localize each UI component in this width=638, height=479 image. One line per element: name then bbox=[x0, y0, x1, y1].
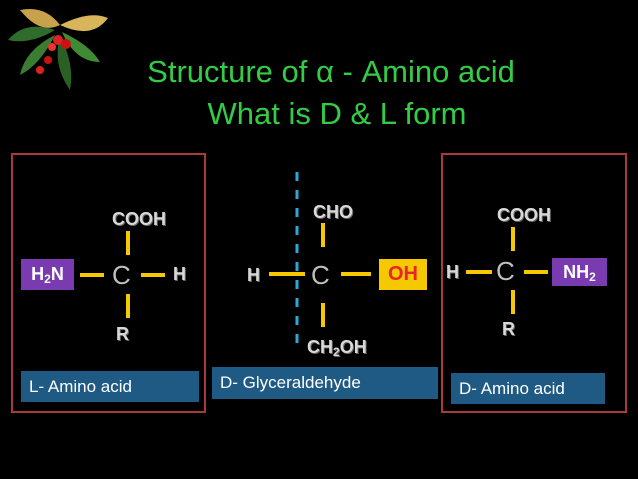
page-subtitle: What is D & L form bbox=[207, 96, 467, 131]
r-cooh-label: COOH bbox=[497, 205, 551, 225]
m-ch2oh-label: CH2OH bbox=[307, 337, 367, 359]
l-h2n-sub: 2 bbox=[44, 272, 51, 286]
title-prefix: Structure of bbox=[147, 54, 317, 89]
page-title: Structure of α - Amino acid bbox=[12, 54, 638, 90]
m-ch2oh-sub: 2 bbox=[333, 345, 340, 359]
r-caption: D- Amino acid bbox=[451, 373, 605, 404]
l-h2n-h: H bbox=[31, 264, 45, 284]
l-right-bond bbox=[141, 273, 165, 277]
r-center-carbon: C bbox=[496, 256, 515, 286]
holly-icon bbox=[8, 9, 108, 90]
title-suffix: - Amino acid bbox=[333, 54, 515, 89]
l-bottom-bond bbox=[126, 294, 130, 318]
alpha-symbol: α bbox=[316, 54, 334, 89]
m-bottom-bond bbox=[321, 303, 325, 327]
l-h2n-n: N bbox=[50, 264, 64, 284]
r-nh2-nh: NH bbox=[563, 262, 590, 282]
m-left-bond bbox=[269, 272, 305, 276]
m-cho-label: CHO bbox=[313, 202, 353, 222]
mirror-dashed-line bbox=[295, 172, 299, 352]
r-bottom-bond bbox=[511, 290, 515, 314]
l-h2n-group: H2N bbox=[21, 259, 74, 290]
l-amino-acid-panel bbox=[11, 153, 206, 413]
m-caption: D- Glyceraldehyde bbox=[212, 367, 438, 399]
l-cooh-label: COOH bbox=[112, 209, 166, 229]
m-ch2oh-ch: CH bbox=[307, 337, 333, 357]
l-left-bond bbox=[80, 273, 104, 277]
r-r-label: R bbox=[502, 319, 515, 339]
l-center-carbon: C bbox=[112, 260, 131, 290]
l-h-label: H bbox=[173, 264, 186, 284]
r-nh2-group: NH2 bbox=[552, 258, 607, 286]
l-caption: L- Amino acid bbox=[21, 371, 199, 402]
m-top-bond bbox=[321, 223, 325, 247]
r-nh2-sub: 2 bbox=[589, 270, 596, 284]
r-top-bond bbox=[511, 227, 515, 251]
m-center-carbon: C bbox=[311, 260, 330, 290]
m-h-label: H bbox=[247, 265, 260, 285]
m-ch2oh-oh: OH bbox=[339, 337, 367, 357]
r-h-label: H bbox=[446, 262, 459, 282]
l-top-bond bbox=[126, 231, 130, 255]
d-amino-acid-panel bbox=[441, 153, 627, 413]
m-right-bond bbox=[341, 272, 371, 276]
l-r-label: R bbox=[116, 324, 129, 344]
r-left-bond bbox=[466, 270, 492, 274]
r-right-bond bbox=[524, 270, 548, 274]
m-oh-group: OH bbox=[379, 259, 427, 290]
